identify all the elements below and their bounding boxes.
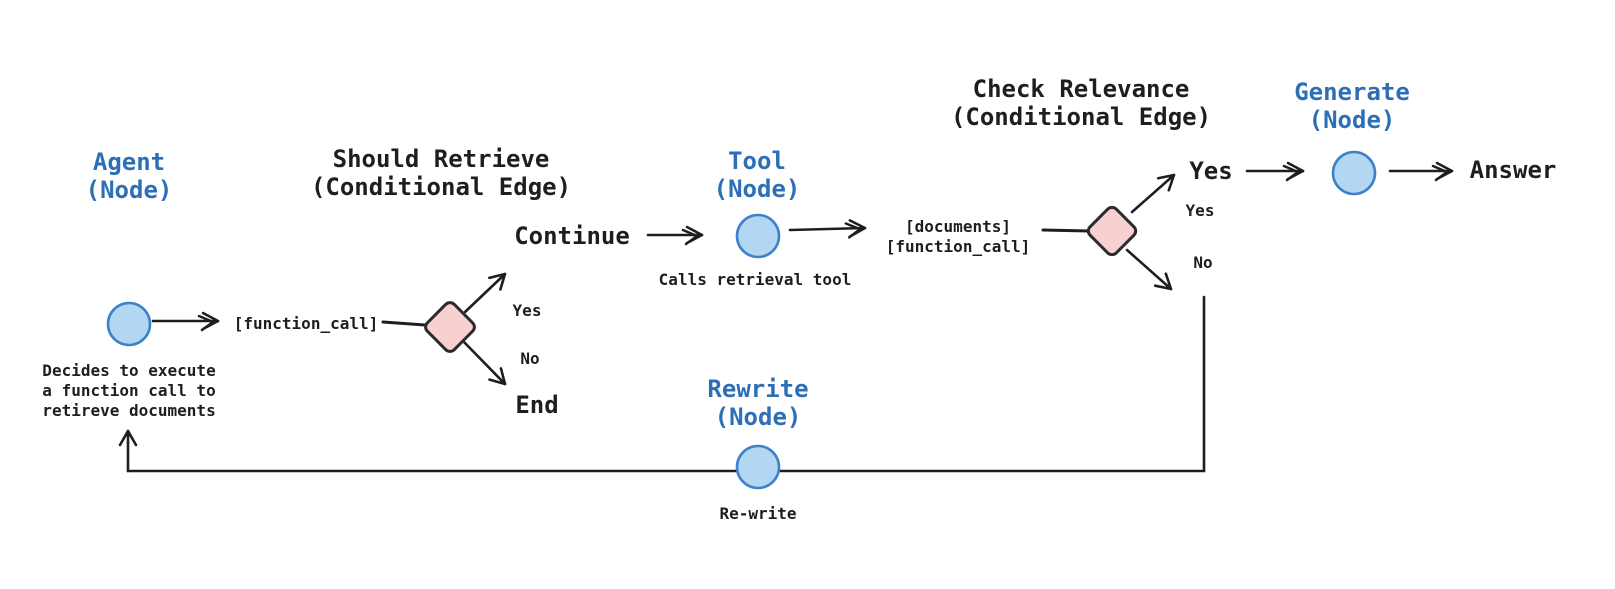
edge-state-to-diamond2 (1041, 228, 1091, 233)
arrow-diamond1-no (461, 339, 507, 386)
should-retrieve-title: Should Retrieve (Conditional Edge) (310, 145, 572, 201)
should-retrieve-diamond (424, 301, 476, 353)
documents-state-label: [documents] [function_call] (885, 217, 1031, 256)
agent-node-title: Agent (Node) (85, 148, 173, 204)
edge-functioncall-to-diamond1 (381, 320, 427, 327)
arrow-tool-to-state (788, 219, 867, 239)
function-call-state-label: [function_call] (233, 314, 379, 333)
arrow-diamond2-yes (1130, 173, 1176, 214)
rewrite-node-title: Rewrite (Node) (707, 375, 809, 431)
generate-node-circle (1331, 150, 1377, 196)
rewrite-node-circle (735, 444, 781, 490)
arrow-diamond1-yes (463, 272, 507, 314)
diamond1-no-label: No (520, 349, 540, 368)
end-label: End (515, 391, 559, 419)
answer-label: Answer (1469, 156, 1557, 184)
agent-node-circle (106, 301, 152, 347)
diamond2-no-label: No (1193, 253, 1213, 272)
arrow-diamond2-no (1125, 248, 1173, 291)
check-relevance-diamond (1086, 205, 1138, 257)
diamond2-yes-label: Yes (1185, 201, 1215, 220)
feedback-loop-line (126, 295, 1206, 473)
continue-label: Continue (514, 222, 630, 250)
agent-description: Decides to execute a function call to re… (42, 361, 216, 420)
tool-node-circle (735, 213, 781, 259)
diamond1-yes-label: Yes (512, 301, 542, 320)
rewrite-caption: Re-write (719, 504, 797, 523)
tool-caption: Calls retrieval tool (658, 270, 852, 289)
tool-node-title: Tool (Node) (713, 147, 801, 203)
generate-node-title: Generate (Node) (1294, 78, 1410, 134)
check-relevance-title: Check Relevance (Conditional Edge) (950, 75, 1212, 131)
yes-result-label: Yes (1189, 157, 1233, 185)
